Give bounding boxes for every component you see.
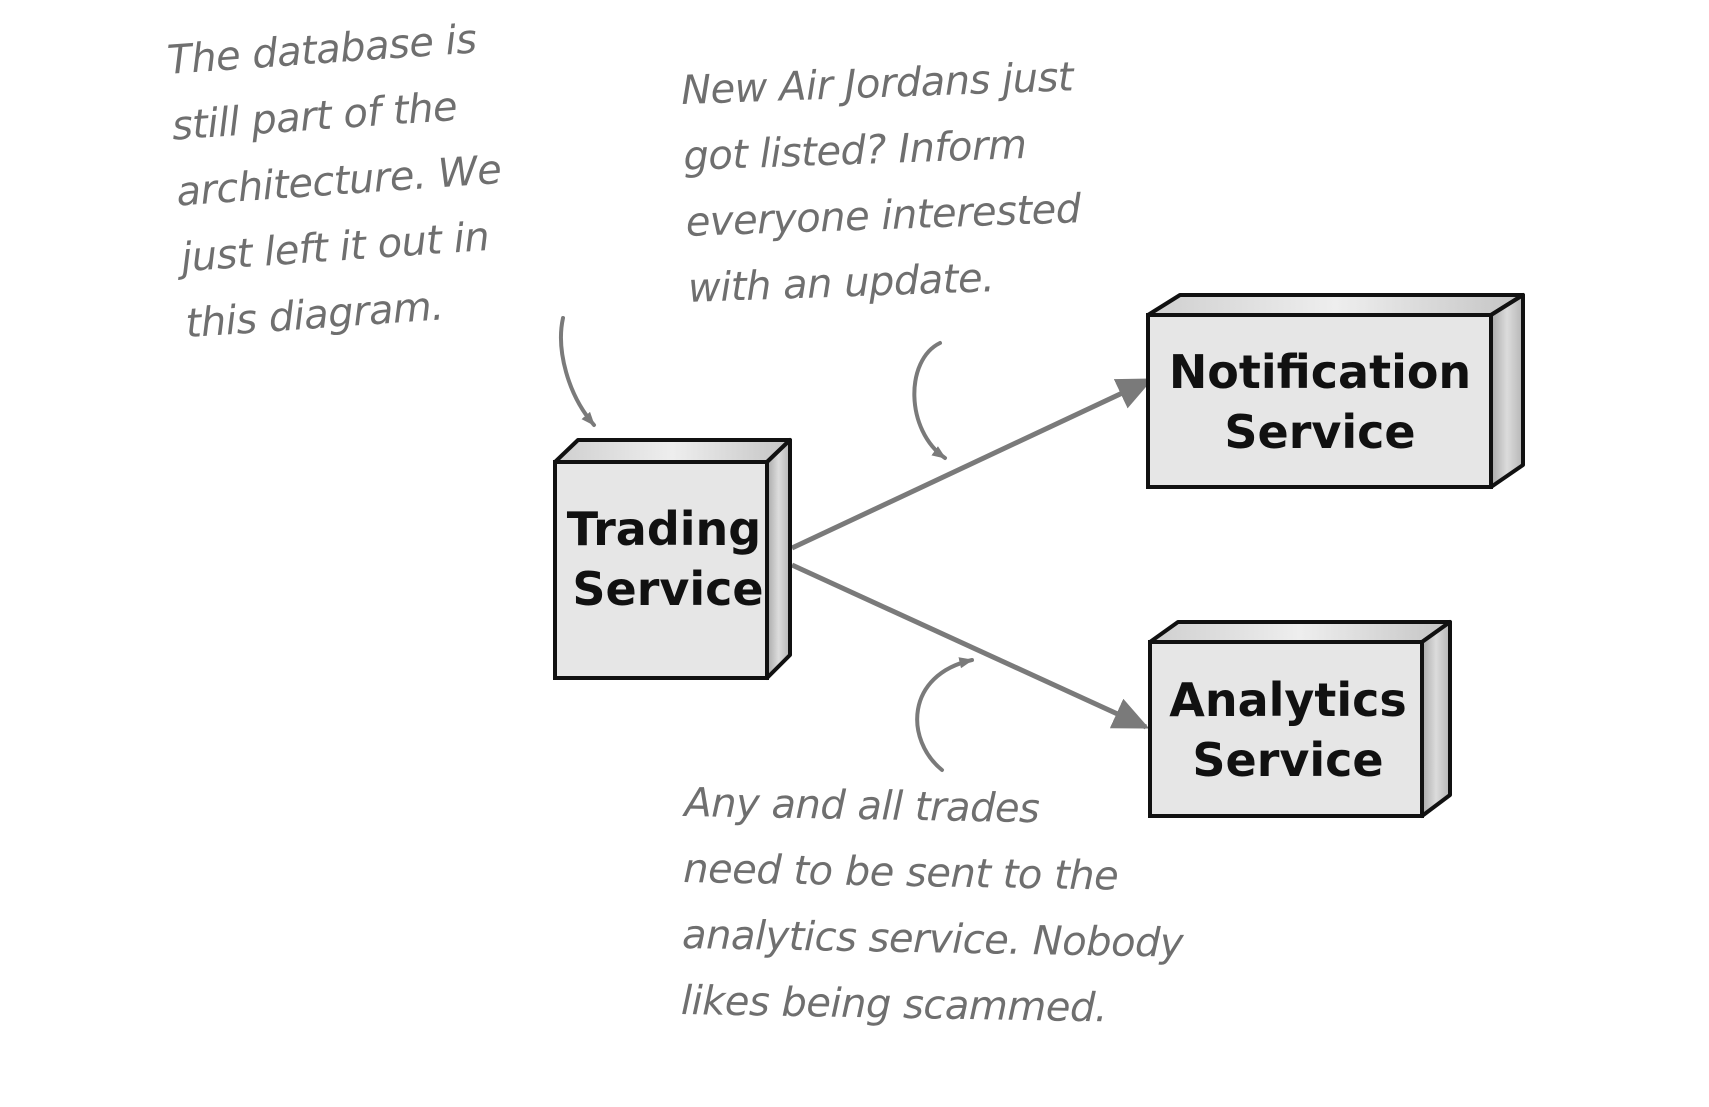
notification-box-side <box>1489 293 1525 489</box>
notification-box-top <box>1146 293 1525 317</box>
analytics-box-face <box>1148 640 1424 818</box>
analytics-box-top <box>1148 620 1452 644</box>
connectors <box>790 377 1154 730</box>
annotation-jordans-line: everyone interested <box>684 186 1082 246</box>
trading-service-box: Trading Service <box>553 438 792 680</box>
annotation-database: The database is still part of the archit… <box>165 5 513 357</box>
notification-service-label-line1: Notification <box>1169 345 1471 399</box>
trading-service-label-line1: Trading <box>567 502 761 556</box>
annotation-trades-line: analytics service. Nobody <box>681 911 1184 967</box>
trading-box-face <box>553 460 769 680</box>
analytics-service-label-line2: Service <box>1192 733 1383 787</box>
trading-box-side <box>765 438 792 680</box>
trading-box-top <box>553 438 792 464</box>
notification-box-face <box>1146 313 1493 489</box>
annotation-trades-line: need to be sent to the <box>682 845 1119 900</box>
annotation-jordans-line: with an update. <box>687 255 995 312</box>
notification-service-label-line2: Service <box>1224 405 1415 459</box>
arrow-trading-to-notification <box>790 377 1154 551</box>
notification-service-box: Notification Service <box>1146 293 1525 489</box>
pointer-database-to-trading <box>559 316 596 427</box>
annotation-trades-line: likes being scammed. <box>680 977 1108 1032</box>
arrow-trading-to-analytics <box>790 562 1150 730</box>
analytics-service-label-line1: Analytics <box>1169 673 1407 727</box>
annotation-jordans: New Air Jordans just got listed? Inform … <box>680 44 1084 322</box>
callout-pointers <box>559 316 974 772</box>
analytics-box-side <box>1420 620 1452 818</box>
annotation-trades-line: Any and all trades <box>684 779 1040 833</box>
annotation-trades: Any and all trades need to be sent to th… <box>680 770 1186 1043</box>
analytics-service-box: Analytics Service <box>1148 620 1452 818</box>
trading-service-label-line2: Service <box>572 562 763 616</box>
pointer-jordans-to-arrow <box>912 341 947 460</box>
pointer-trades-to-arrow <box>915 657 974 772</box>
